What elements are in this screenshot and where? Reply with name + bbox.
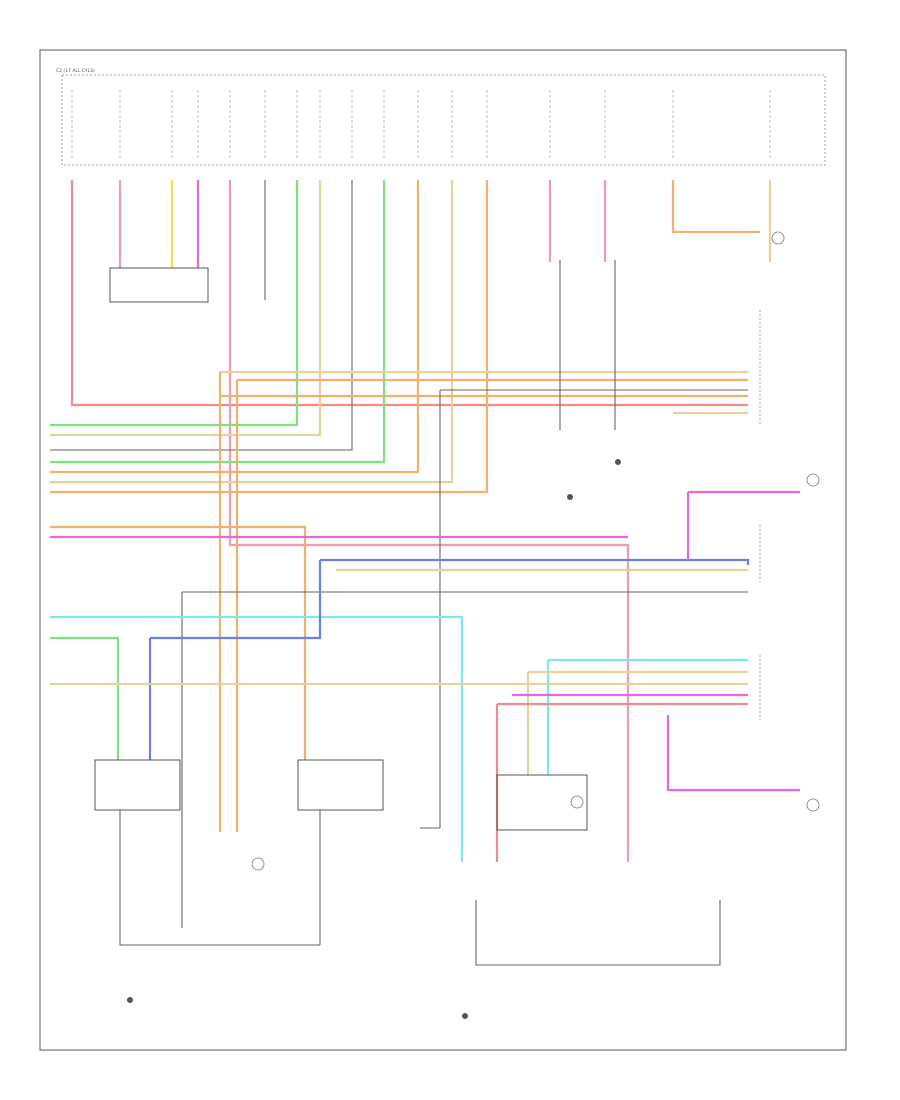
connector-title: C2 (17 ALL CYLS)	[56, 68, 95, 74]
wire-green-switch	[50, 636, 120, 760]
diagram-frame	[39, 49, 847, 1051]
wire-green-left2	[50, 180, 386, 464]
wire-magenta-lower	[666, 715, 800, 792]
wire-cyan-long	[50, 615, 464, 862]
switch-assembly-center	[496, 774, 588, 831]
wire-green-left	[50, 180, 299, 427]
control-module-connector	[61, 74, 826, 166]
ground-symbol-bottom	[462, 1013, 468, 1019]
wire-orange-left3	[50, 180, 489, 494]
wire-pink-long	[228, 180, 630, 862]
left-module-box	[109, 267, 209, 303]
motor-symbol-3	[806, 473, 820, 487]
wire-ground-1	[119, 810, 320, 946]
connector-pins	[71, 90, 771, 160]
ground-symbol-left	[127, 997, 133, 1003]
switch-assembly-left	[94, 759, 181, 811]
ground-symbol-center2	[615, 459, 621, 465]
ground-symbol-center	[567, 494, 573, 500]
wire-red-main	[70, 180, 748, 407]
wire-orange-left	[50, 180, 420, 474]
wire-ground-3	[475, 900, 721, 966]
motor-symbol-2	[570, 795, 584, 809]
lamp-symbol-1	[771, 231, 785, 245]
wire-blue-bus	[320, 558, 750, 565]
wire-orange-relay	[671, 180, 760, 234]
motor-symbol-4	[806, 798, 820, 812]
wire-tan-left	[50, 180, 322, 437]
switch-assembly-mid	[297, 759, 384, 811]
wire-layer	[50, 180, 800, 966]
wire-blue-link	[150, 560, 322, 640]
motor-symbol-1	[251, 857, 265, 871]
wire-black-left	[50, 180, 353, 451]
wire-orange-mid	[50, 525, 307, 760]
wire-tan-left2	[50, 180, 454, 484]
